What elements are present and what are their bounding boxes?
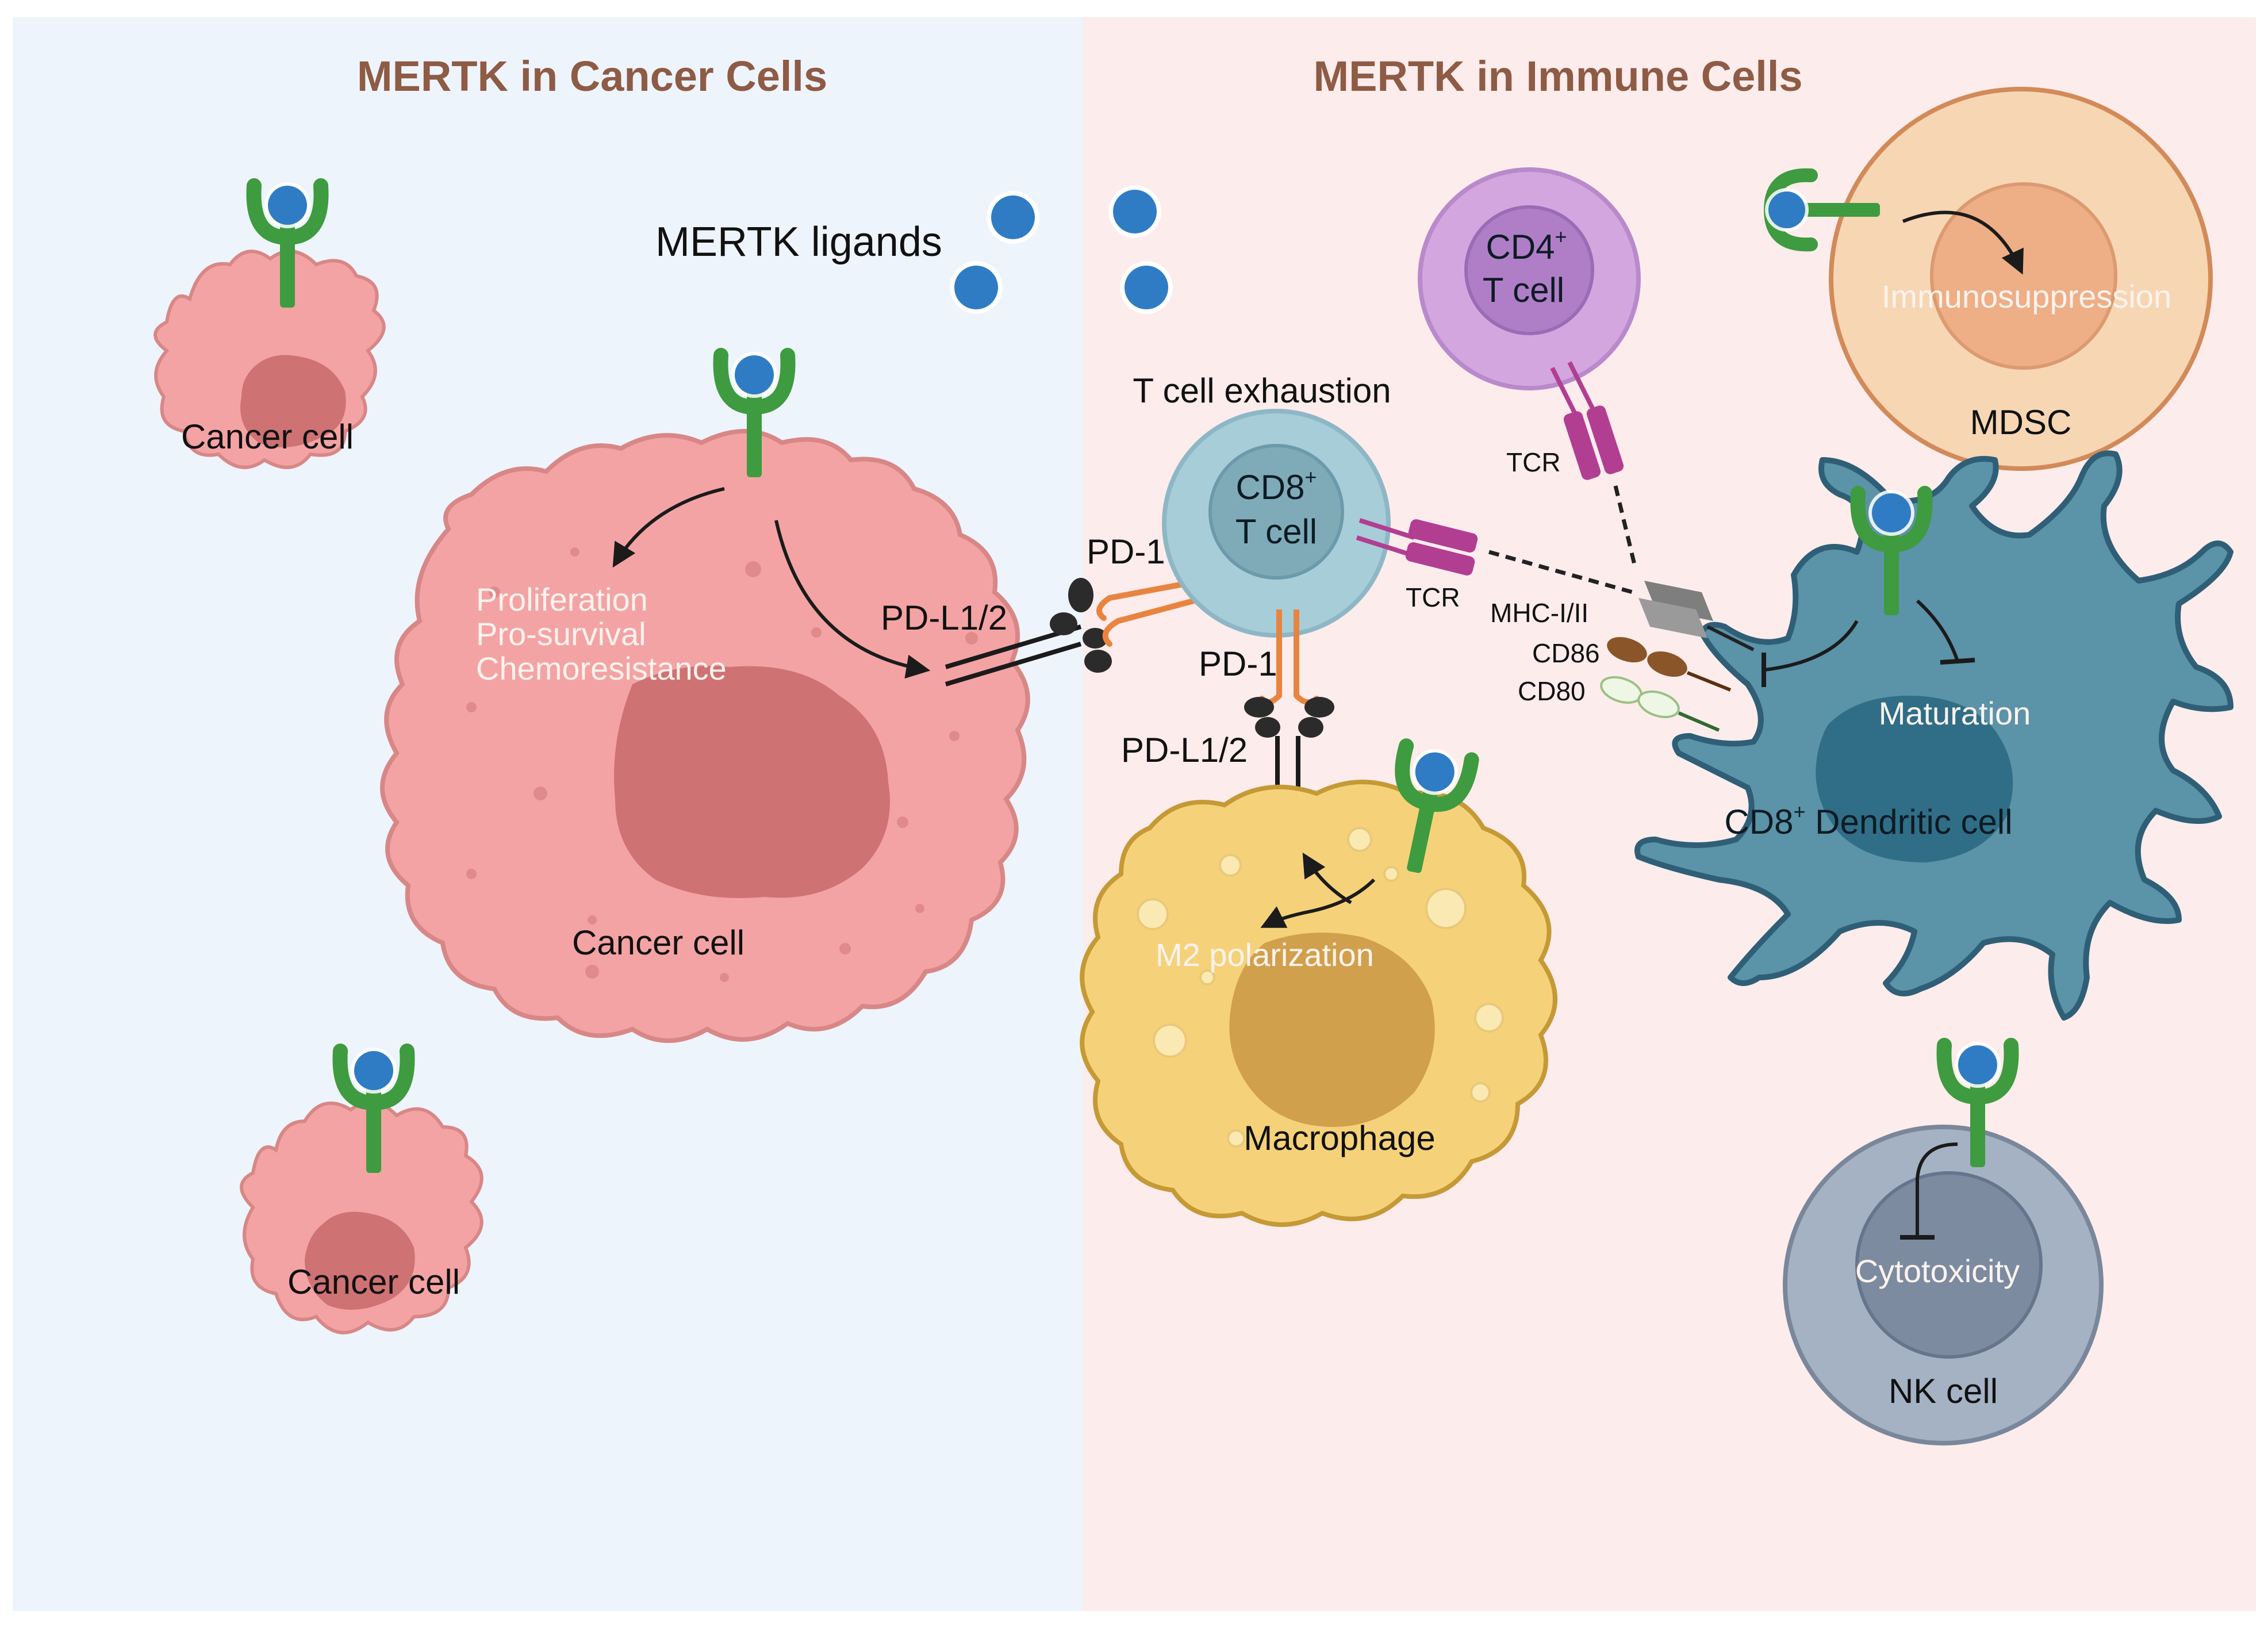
- tcr-label-mid: TCR: [1406, 582, 1460, 612]
- mdsc-cell: Immunosuppression MDSC: [1765, 87, 2213, 471]
- cancer-cell-large: Proliferation Pro-survival Chemoresistan…: [380, 352, 1030, 1043]
- activation-arrow-icon: [1302, 852, 1352, 904]
- maturation-label: Maturation: [1879, 695, 2031, 731]
- cancer-cell-label-large: Cancer cell: [572, 923, 745, 962]
- cancer-cell-small-bottom: Cancer cell: [240, 1048, 483, 1334]
- mertk-ligands-label: MERTK ligands: [655, 219, 942, 265]
- cancer-cell-label-bottom: Cancer cell: [287, 1263, 460, 1301]
- cytotoxicity-label: Cytotoxicity: [1855, 1253, 2020, 1289]
- cd8-label-line1: CD8+: [1235, 465, 1317, 507]
- nk-cell-label: NK cell: [1889, 1372, 1998, 1410]
- right-panel-title: MERTK in Immune Cells: [1313, 52, 1802, 100]
- dc-surface-molecules: MHC-I/II CD86 CD80: [1490, 581, 1755, 732]
- proliferation-label: Proliferation: [476, 581, 648, 618]
- macrophage-label: Macrophage: [1244, 1119, 1436, 1157]
- activation-arrow-icon: [1260, 878, 1376, 928]
- inhibition-arrow-icon: [1764, 620, 1859, 672]
- dendritic-cell: Maturation CD8+ Dendritic cell: [1634, 450, 2234, 1021]
- cancer-cell-label-top: Cancer cell: [181, 417, 354, 456]
- tcr-cd8: TCR: [1356, 518, 1633, 612]
- chemoresistance-label: Chemoresistance: [476, 650, 727, 687]
- pd1-pdl1-interaction-cancer: PD-1 PD-L1/2: [881, 532, 1207, 687]
- cancer-cell-small-top: Cancer cell: [153, 182, 386, 469]
- immunosuppression-label: Immunosuppression: [1882, 278, 2171, 315]
- cd4-label-line1: CD4+: [1486, 225, 1567, 266]
- t-cell-exhaustion-label: T cell exhaustion: [1133, 371, 1391, 410]
- macrophage: M2 polarization Macrophage: [1080, 742, 1557, 1227]
- mdsc-label: MDSC: [1970, 403, 2072, 442]
- pro-survival-label: Pro-survival: [476, 616, 646, 652]
- cd86-label: CD86: [1532, 638, 1600, 668]
- activation-arrow-icon: [774, 520, 931, 679]
- cd4-label-line2: T cell: [1483, 271, 1564, 309]
- cd80-label: CD80: [1518, 676, 1586, 706]
- cd8-label-line2: T cell: [1235, 512, 1317, 551]
- activation-arrow-icon: [1902, 210, 2024, 275]
- pdl12-label-left: PD-L1/2: [881, 599, 1007, 637]
- pdl12-label-bottom: PD-L1/2: [1121, 731, 1248, 769]
- inhibition-arrow-icon: [1916, 1142, 1958, 1236]
- nk-cell: Cytotoxicity NK cell: [1783, 1042, 2104, 1445]
- mertk-ligand-icon: [950, 185, 1173, 314]
- inhibition-arrow-icon: [1916, 599, 1959, 662]
- m2-polarization-label: M2 polarization: [1156, 937, 1374, 973]
- pd1-label-bottom: PD-1: [1199, 645, 1277, 683]
- mhc-label: MHC-I/II: [1490, 598, 1588, 628]
- tcr-label-top: TCR: [1506, 447, 1561, 477]
- activation-arrow-icon: [612, 487, 725, 568]
- pd1-pdl1-interaction-macrophage: PD-1 PD-L1/2: [1121, 609, 1334, 828]
- tcr-cd4: TCR: [1506, 361, 1638, 570]
- cd4-t-cell: CD4+ T cell: [1418, 167, 1641, 390]
- left-panel-title: MERTK in Cancer Cells: [357, 52, 827, 100]
- dendritic-cell-label: CD8+ Dendritic cell: [1724, 800, 2012, 841]
- pd1-label-left: PD-1: [1087, 532, 1165, 571]
- inhibition-bar: [1940, 658, 1975, 665]
- cd8-t-cell: CD8+ T cell T cell exhaustion: [1133, 371, 1391, 638]
